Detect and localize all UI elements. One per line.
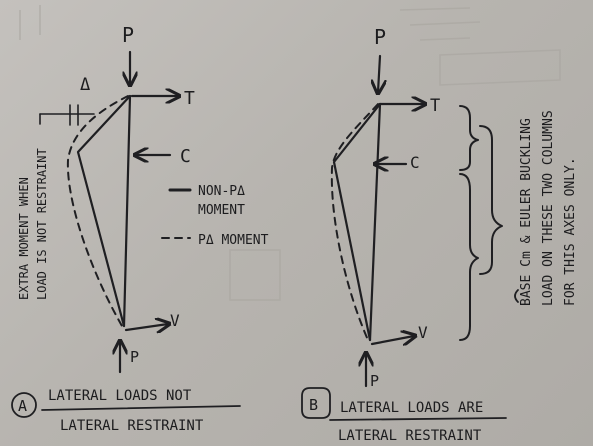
- a-caption-rule: [41, 405, 241, 411]
- b-caption-marker: B: [309, 396, 318, 414]
- background-bleed: [19, 5, 561, 301]
- a-caption-line2: LATERAL RESTRAINT: [60, 418, 204, 434]
- a-compression-label: C: [180, 146, 191, 167]
- b-shear-label: V: [418, 323, 428, 342]
- b-caption-line1: LATERAL LOADS ARE: [340, 400, 483, 416]
- b-side-note-line3: FOR THIS AXES ONLY.: [563, 157, 578, 306]
- a-delta-label: Δ: [80, 75, 90, 95]
- b-side-note-line2: LOAD ON THESE TWO COLUMNS: [541, 110, 556, 306]
- a-shear-label: V: [170, 311, 180, 330]
- b-side-note-line1: BASE Cm & EULER BUCKLING: [519, 118, 534, 306]
- b-brace-outer: [479, 125, 503, 275]
- a-side-note: EXTRA MOMENT WHEN LOAD IS NOT RESTRAINT: [17, 148, 49, 300]
- b-note-bracket: [514, 289, 519, 303]
- a-side-note-line1: EXTRA MOMENT WHEN: [17, 177, 31, 300]
- b-load-top-arrow: [378, 54, 380, 92]
- a-load-top-label: P: [122, 23, 134, 47]
- a-caption-line1: LATERAL LOADS NOT: [48, 388, 192, 404]
- b-shear-arrow: [370, 336, 414, 344]
- a-shear-arrow: [124, 324, 168, 330]
- b-side-note: BASE Cm & EULER BUCKLING LOAD ON THESE T…: [519, 110, 578, 306]
- a-moment-solid: [76, 94, 132, 328]
- b-brace-upper: [459, 105, 479, 171]
- b-tension-label: T: [430, 96, 440, 116]
- a-caption-marker-circle: [11, 392, 37, 418]
- a-legend-solid-line2: MOMENT: [198, 203, 245, 218]
- a-column-line: [122, 94, 132, 328]
- b-caption-line2: LATERAL RESTRAINT: [338, 428, 482, 444]
- b-brace-lower: [459, 173, 479, 341]
- diagram-a: P T C Δ EXTRA MOMENT WHEN LOAD IS NOT RE…: [11, 23, 269, 434]
- b-caption-rule: [329, 417, 507, 421]
- b-load-top-label: P: [374, 25, 386, 49]
- b-column-line: [368, 102, 382, 342]
- a-side-note-line2: LOAD IS NOT RESTRAINT: [35, 148, 49, 300]
- a-legend-solid-line1: NON-PΔ: [198, 184, 245, 199]
- b-caption-marker-box: [301, 387, 331, 419]
- a-caption-marker: A: [18, 397, 27, 415]
- a-tension-label: T: [184, 88, 195, 109]
- b-load-bottom-label: P: [370, 372, 379, 390]
- a-legend-dash-label: PΔ MOMENT: [198, 233, 269, 248]
- a-moment-dashed: [66, 95, 129, 327]
- diagram-b: P T C V P BASE Cm & EULER BUCKLING LOAD …: [301, 25, 578, 444]
- b-moment-dashed: [330, 103, 379, 341]
- a-load-bottom-label: P: [130, 348, 139, 366]
- b-moment-solid: [332, 102, 382, 342]
- b-compression-label: C: [410, 153, 420, 172]
